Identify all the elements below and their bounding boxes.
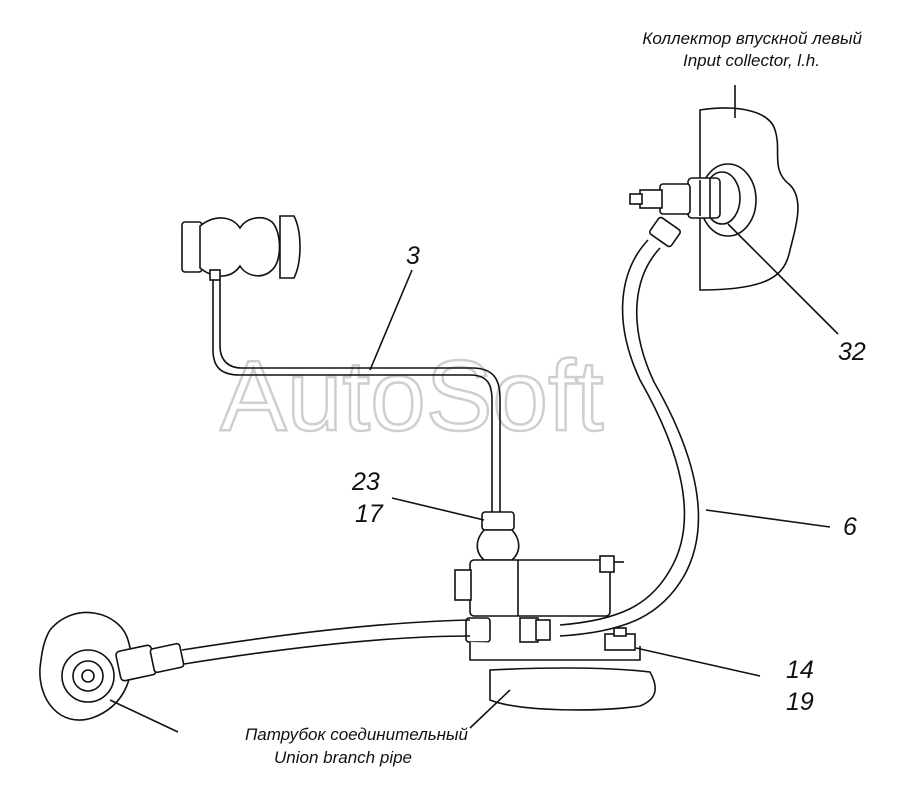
callout-6: 6 [843, 513, 857, 541]
caption-top-en: Input collector, l.h. [683, 51, 820, 70]
callout-14: 14 [786, 656, 814, 684]
pipe-3 [212, 280, 501, 512]
caption-bottom-ru: Патрубок соединительный [245, 725, 469, 744]
callout-17: 17 [355, 500, 384, 528]
callout-23: 23 [351, 468, 380, 496]
callout-3: 3 [406, 242, 420, 270]
hose-union-to-valve [181, 619, 471, 665]
solenoid-valve [454, 511, 656, 711]
pipe-6 [559, 239, 700, 637]
intake-collector [629, 85, 799, 291]
pressure-sensor [181, 215, 301, 281]
caption-top-ru: Коллектор впускной левый [642, 29, 862, 48]
caption-bottom-en: Union branch pipe [274, 748, 412, 767]
leader-lines [109, 223, 839, 733]
callout-32: 32 [838, 338, 866, 366]
callout-19: 19 [786, 688, 814, 716]
watermark: AutoSoft [220, 340, 604, 452]
union-branch-pipe [39, 611, 185, 721]
